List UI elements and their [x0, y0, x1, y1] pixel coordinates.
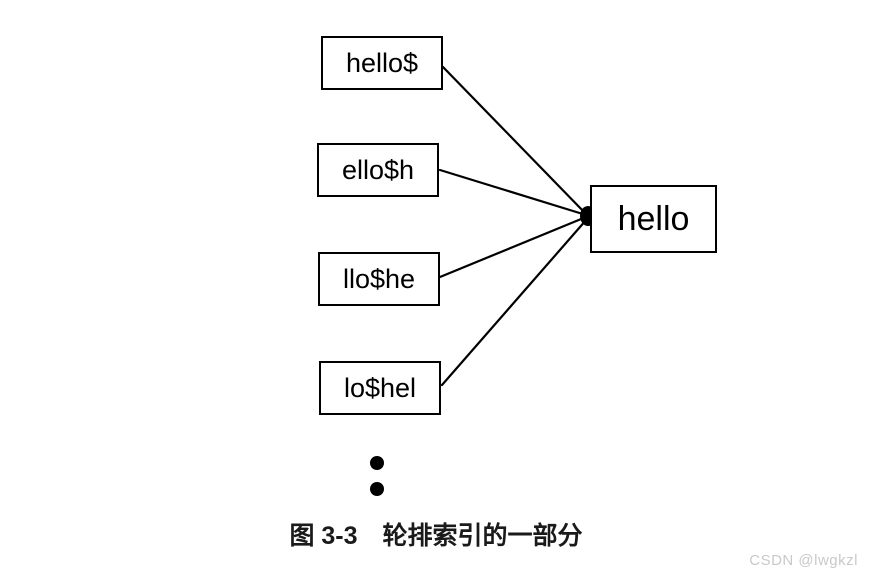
vertical-ellipsis [370, 456, 386, 501]
term-node-hello: hello [590, 185, 717, 253]
ellipsis-dot-2 [370, 482, 384, 496]
edge-lo-hel-to-hello [440, 217, 589, 387]
watermark-text: CSDN @lwgkzl [749, 552, 858, 569]
rotation-node-1: hello$ [321, 36, 443, 90]
figure-caption: 图 3-3 轮排索引的一部分 [289, 522, 583, 550]
rotation-node-3: llo$he [318, 252, 440, 306]
edge-ello-h-to-hello [438, 168, 588, 217]
rotation-node-2: ello$h [317, 143, 439, 197]
edge-hello-dollar-to-hello [441, 65, 588, 216]
ellipsis-dot-1 [370, 456, 384, 470]
edge-llo-he-to-hello [438, 215, 588, 279]
rotation-node-4: lo$hel [319, 361, 441, 415]
